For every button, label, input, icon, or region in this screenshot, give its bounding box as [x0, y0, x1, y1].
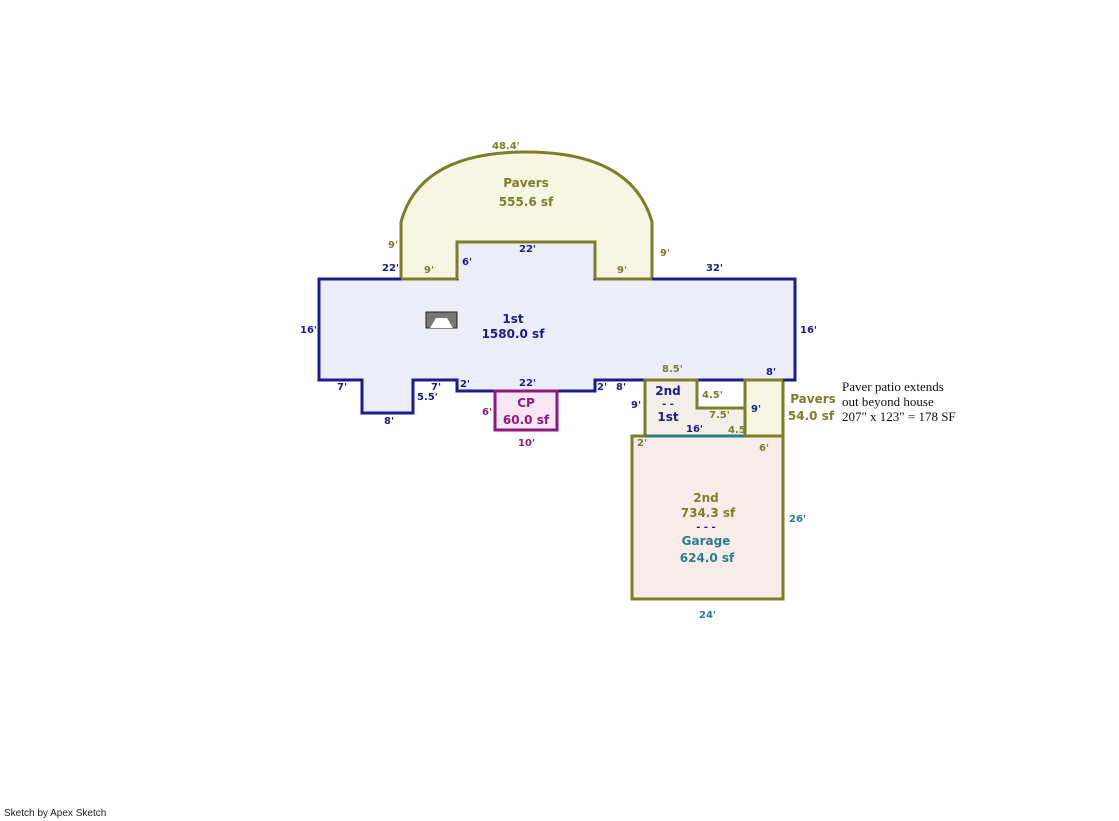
dim: 4.5'	[702, 390, 723, 401]
dim: 2'	[460, 379, 470, 390]
upper-small-bottom: 1st	[657, 410, 678, 424]
dim: 8'	[384, 416, 394, 427]
fireplace-icon	[425, 311, 458, 329]
paver-patio-note: Paver patio extends out beyond house 207…	[842, 379, 956, 424]
cp-label: CP	[517, 396, 535, 410]
garage-upper-sf: 734.3 sf	[681, 506, 736, 520]
upper-small-sep: - -	[662, 399, 674, 410]
dim: 9'	[424, 265, 434, 276]
upper-small-top: 2nd	[655, 384, 680, 398]
dim: 10'	[518, 438, 535, 449]
pavers-inner-edge	[455, 240, 597, 279]
dim: 16'	[800, 325, 817, 336]
dim: 9'	[660, 248, 670, 259]
dim: 9'	[631, 400, 641, 411]
pavers-arc-sf: 555.6 sf	[499, 195, 554, 209]
dim: 26'	[789, 514, 806, 525]
dim: 6'	[759, 443, 769, 454]
dim: 16'	[686, 424, 703, 435]
dim: 22'	[519, 378, 536, 389]
dim: 16'	[300, 325, 317, 336]
dim: 2'	[637, 438, 647, 449]
dim: 6'	[482, 407, 492, 418]
dim: 2'	[597, 382, 607, 393]
dim: 5.5'	[417, 392, 438, 403]
dim: 9'	[751, 404, 761, 415]
garage-label: Garage	[682, 534, 731, 548]
pavers-arc-area	[399, 150, 654, 281]
carport-area	[493, 389, 559, 432]
note-line: Paver patio extends	[842, 379, 944, 394]
dim: 32'	[706, 263, 723, 274]
dim: 6'	[462, 257, 472, 268]
dim: 9'	[617, 265, 627, 276]
pavers-small-area	[743, 378, 785, 438]
dim: 22'	[382, 263, 399, 274]
dim: 22'	[519, 244, 536, 255]
dim: 7.5'	[709, 410, 730, 421]
dim: 24'	[699, 610, 716, 621]
first-label: 1st	[502, 312, 523, 326]
garage-sf: 624.0 sf	[680, 551, 735, 565]
dim: 8'	[766, 367, 776, 378]
dim: 7'	[337, 382, 347, 393]
garage-upper-label: 2nd	[693, 491, 718, 505]
first-sf: 1580.0 sf	[482, 327, 546, 341]
dim: 4.5	[728, 425, 746, 436]
pavers-small-label: Pavers	[790, 392, 836, 406]
dim: 8'	[616, 382, 626, 393]
note-line: out beyond house	[842, 394, 934, 409]
sketch-credit: Sketch by Apex Sketch	[4, 808, 107, 819]
note-line: 207" x 123" = 178 SF	[842, 409, 956, 424]
dim: 8.5'	[662, 364, 683, 375]
dim-arc: 48.4'	[492, 141, 520, 152]
cp-sf: 60.0 sf	[503, 413, 550, 427]
pavers-small-sf: 54.0 sf	[788, 409, 835, 423]
dim: 7'	[431, 382, 441, 393]
pavers-arc-label: Pavers	[503, 176, 549, 190]
garage-sep: - - -	[696, 522, 715, 533]
dim: 9'	[388, 240, 398, 251]
